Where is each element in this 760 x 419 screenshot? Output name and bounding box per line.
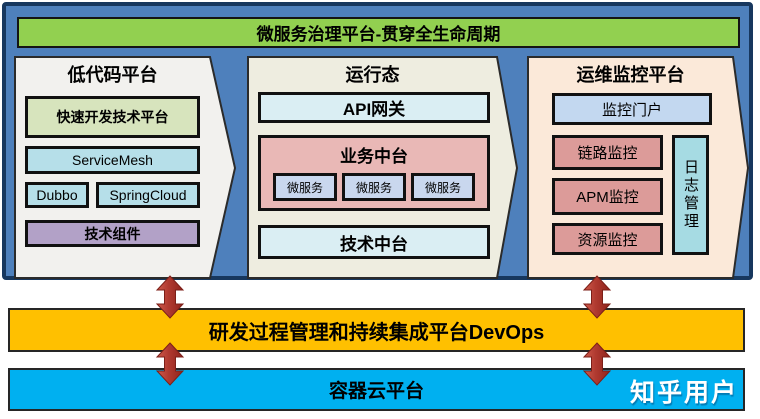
trace-monitor-box: 链路监控: [552, 135, 663, 170]
devops-bar: 研发过程管理和持续集成平台DevOps: [8, 308, 745, 352]
microservices-row: 微服务 微服务 微服务: [261, 167, 487, 201]
microservice-box: 微服务: [411, 173, 475, 201]
apm-monitor-box: APM监控: [552, 178, 663, 215]
tech-components-box: 技术组件: [25, 220, 200, 247]
business-middle-title: 业务中台: [340, 147, 408, 166]
watermark-label: 知乎用户: [629, 379, 738, 407]
servicemesh-box: ServiceMesh: [25, 146, 200, 174]
tech-middle-platform-box: 技术中台: [258, 225, 490, 259]
devops-bar-label: 研发过程管理和持续集成平台DevOps: [208, 321, 545, 344]
container-cloud-bar: 容器云平台: [8, 368, 745, 411]
resource-monitor-box: 资源监控: [552, 223, 663, 255]
lowcode-panel-title: 低代码平台: [67, 65, 158, 85]
banner-title: 微服务治理平台-贯穿全生命周期: [256, 25, 501, 44]
microservice-box: 微服务: [273, 173, 337, 201]
banner: 微服务治理平台-贯穿全生命周期: [17, 17, 740, 48]
container-cloud-label: 容器云平台: [328, 381, 424, 402]
runtime-panel-title: 运行态: [345, 65, 400, 85]
business-middle-platform-box: 业务中台 微服务 微服务 微服务: [258, 135, 490, 211]
monitor-portal-box: 监控门户: [552, 93, 712, 125]
rapid-dev-platform-box: 快速开发技术平台: [25, 96, 200, 138]
microservice-box: 微服务: [342, 173, 406, 201]
springcloud-box: SpringCloud: [96, 182, 200, 208]
log-management-box: 日志管理: [672, 135, 709, 255]
api-gateway-box: API网关: [258, 92, 490, 123]
dubbo-box: Dubbo: [25, 182, 89, 208]
monitoring-panel-title: 运维监控平台: [576, 65, 685, 85]
